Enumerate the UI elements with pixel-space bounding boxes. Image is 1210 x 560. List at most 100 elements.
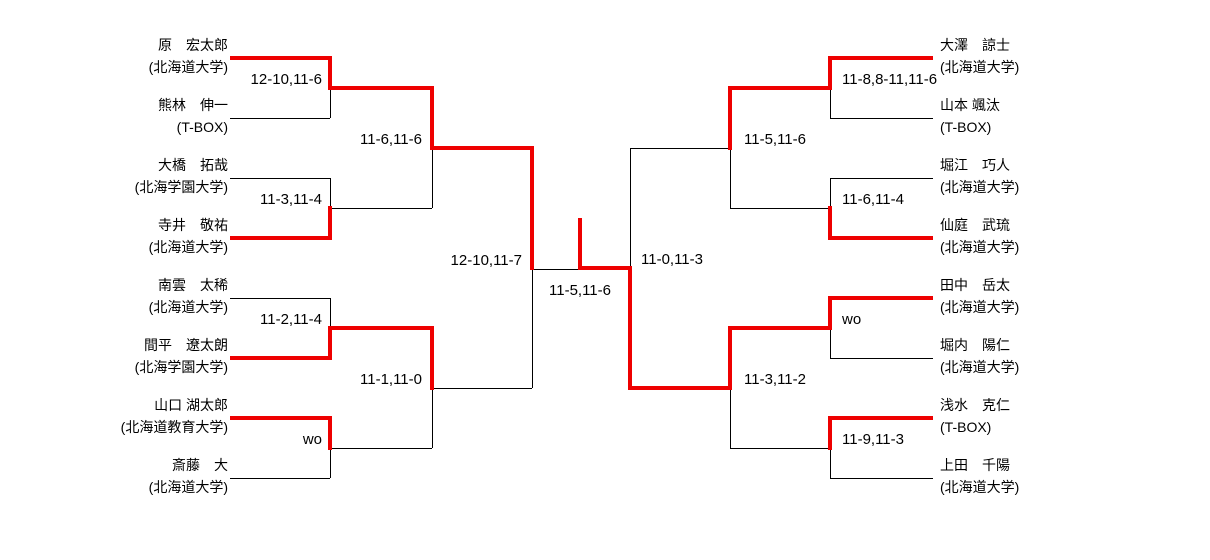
bracket-line <box>630 148 730 149</box>
winner-path-line <box>328 326 332 360</box>
winner-path-line <box>530 146 534 270</box>
bracket-line <box>230 118 330 119</box>
winner-path-line <box>830 236 933 240</box>
player-club: (T-BOX) <box>176 119 228 135</box>
winner-path-line <box>828 206 832 240</box>
player-club: (北海道大学) <box>148 239 228 255</box>
player-name: 仙庭 武琉 <box>940 217 1010 233</box>
player-club: (北海道大学) <box>148 479 228 495</box>
winner-path-line <box>628 266 632 390</box>
bracket-line <box>730 208 830 209</box>
bracket-line <box>532 268 533 388</box>
player-club: (北海道大学) <box>940 59 1020 75</box>
player-name: 大澤 諒士 <box>940 37 1010 53</box>
player-name: 山本 颯汰 <box>940 97 1000 113</box>
winner-path-line <box>728 326 732 390</box>
winner-path-line <box>430 326 434 390</box>
winner-path-line <box>328 206 332 240</box>
winner-path-line <box>830 416 933 420</box>
bracket-line <box>330 298 331 328</box>
player-name: 堀江 巧人 <box>940 157 1010 173</box>
winner-path-line <box>328 416 332 450</box>
bracket-line <box>830 88 831 118</box>
player-name: 田中 岳太 <box>940 277 1010 293</box>
match-score: wo <box>302 431 322 448</box>
match-score: 11-6,11-6 <box>360 131 422 148</box>
player-name: 大橋 拓哉 <box>158 157 228 173</box>
player-name: 浅水 克仁 <box>940 397 1010 413</box>
bracket-line <box>330 88 331 118</box>
bracket-line <box>532 269 582 270</box>
player-name: 寺井 敬祐 <box>158 217 228 233</box>
winner-path-line <box>430 86 434 150</box>
player-name: 熊林 伸一 <box>158 97 228 113</box>
player-name: 間平 遼太朗 <box>144 337 228 353</box>
winner-path-line <box>828 416 832 450</box>
bracket-line <box>230 478 330 479</box>
match-score: 11-3,11-2 <box>744 371 806 388</box>
bracket-line <box>630 148 631 268</box>
winner-path-line <box>330 326 432 330</box>
match-score: wo <box>842 311 862 328</box>
winner-path-line <box>328 56 332 90</box>
player-club: (北海学園大学) <box>134 179 228 195</box>
bracket-line <box>830 358 933 359</box>
winner-path-line <box>728 86 732 150</box>
winner-path-line <box>432 146 532 150</box>
match-score: 11-1,11-0 <box>360 371 422 388</box>
player-name: 上田 千陽 <box>940 457 1010 473</box>
player-name: 堀内 陽仁 <box>940 337 1010 353</box>
winner-path-line <box>830 56 933 60</box>
winner-path-line <box>730 86 830 90</box>
bracket-line <box>830 478 933 479</box>
player-name: 原 宏太郎 <box>158 37 228 53</box>
bracket-line <box>330 448 432 449</box>
winner-path-line <box>630 386 730 390</box>
champion-mark <box>578 218 582 270</box>
match-score: 11-5,11-6 <box>744 131 806 148</box>
bracket-line <box>230 298 330 299</box>
winner-path-line <box>578 266 630 270</box>
bracket-line <box>230 178 330 179</box>
winner-path-line <box>730 326 830 330</box>
bracket-line <box>330 178 331 208</box>
match-score: 12-10,11-7 <box>450 252 522 269</box>
bracket-line <box>330 448 331 478</box>
player-name: 山口 湖太郎 <box>154 397 228 413</box>
match-score: 11-3,11-4 <box>260 191 322 208</box>
player-club: (北海道大学) <box>148 59 228 75</box>
player-club: (北海道教育大学) <box>120 419 228 435</box>
winner-path-line <box>230 236 330 240</box>
bracket-line <box>830 178 831 208</box>
player-club: (T-BOX) <box>940 419 992 435</box>
winner-path-line <box>230 356 330 360</box>
match-score: 11-6,11-4 <box>842 191 904 208</box>
bracket-line <box>432 388 433 448</box>
match-score: 11-8,8-11,11-6 <box>842 71 938 88</box>
match-score: 12-10,11-6 <box>250 71 322 88</box>
winner-path-line <box>230 416 330 420</box>
final-score: 11-5,11-6 <box>549 282 611 299</box>
bracket-line <box>830 118 933 119</box>
bracket-line <box>432 148 433 208</box>
player-club: (北海道大学) <box>940 179 1020 195</box>
bracket-line <box>730 448 830 449</box>
match-score: 11-9,11-3 <box>842 431 904 448</box>
winner-path-line <box>830 296 933 300</box>
bracket-line <box>730 148 731 208</box>
match-score: 11-0,11-3 <box>641 251 703 268</box>
player-club: (北海道大学) <box>940 479 1020 495</box>
bracket-line <box>330 208 432 209</box>
bracket-line <box>830 448 831 478</box>
bracket-line <box>830 328 831 358</box>
player-club: (北海道大学) <box>940 239 1020 255</box>
player-club: (北海道大学) <box>940 359 1020 375</box>
winner-path-line <box>828 56 832 90</box>
bracket-line <box>432 388 532 389</box>
bracket-line <box>830 178 933 179</box>
winner-path-line <box>828 296 832 330</box>
player-club: (北海道大学) <box>148 299 228 315</box>
player-name: 斎藤 大 <box>172 457 228 473</box>
match-score: 11-2,11-4 <box>260 311 322 328</box>
